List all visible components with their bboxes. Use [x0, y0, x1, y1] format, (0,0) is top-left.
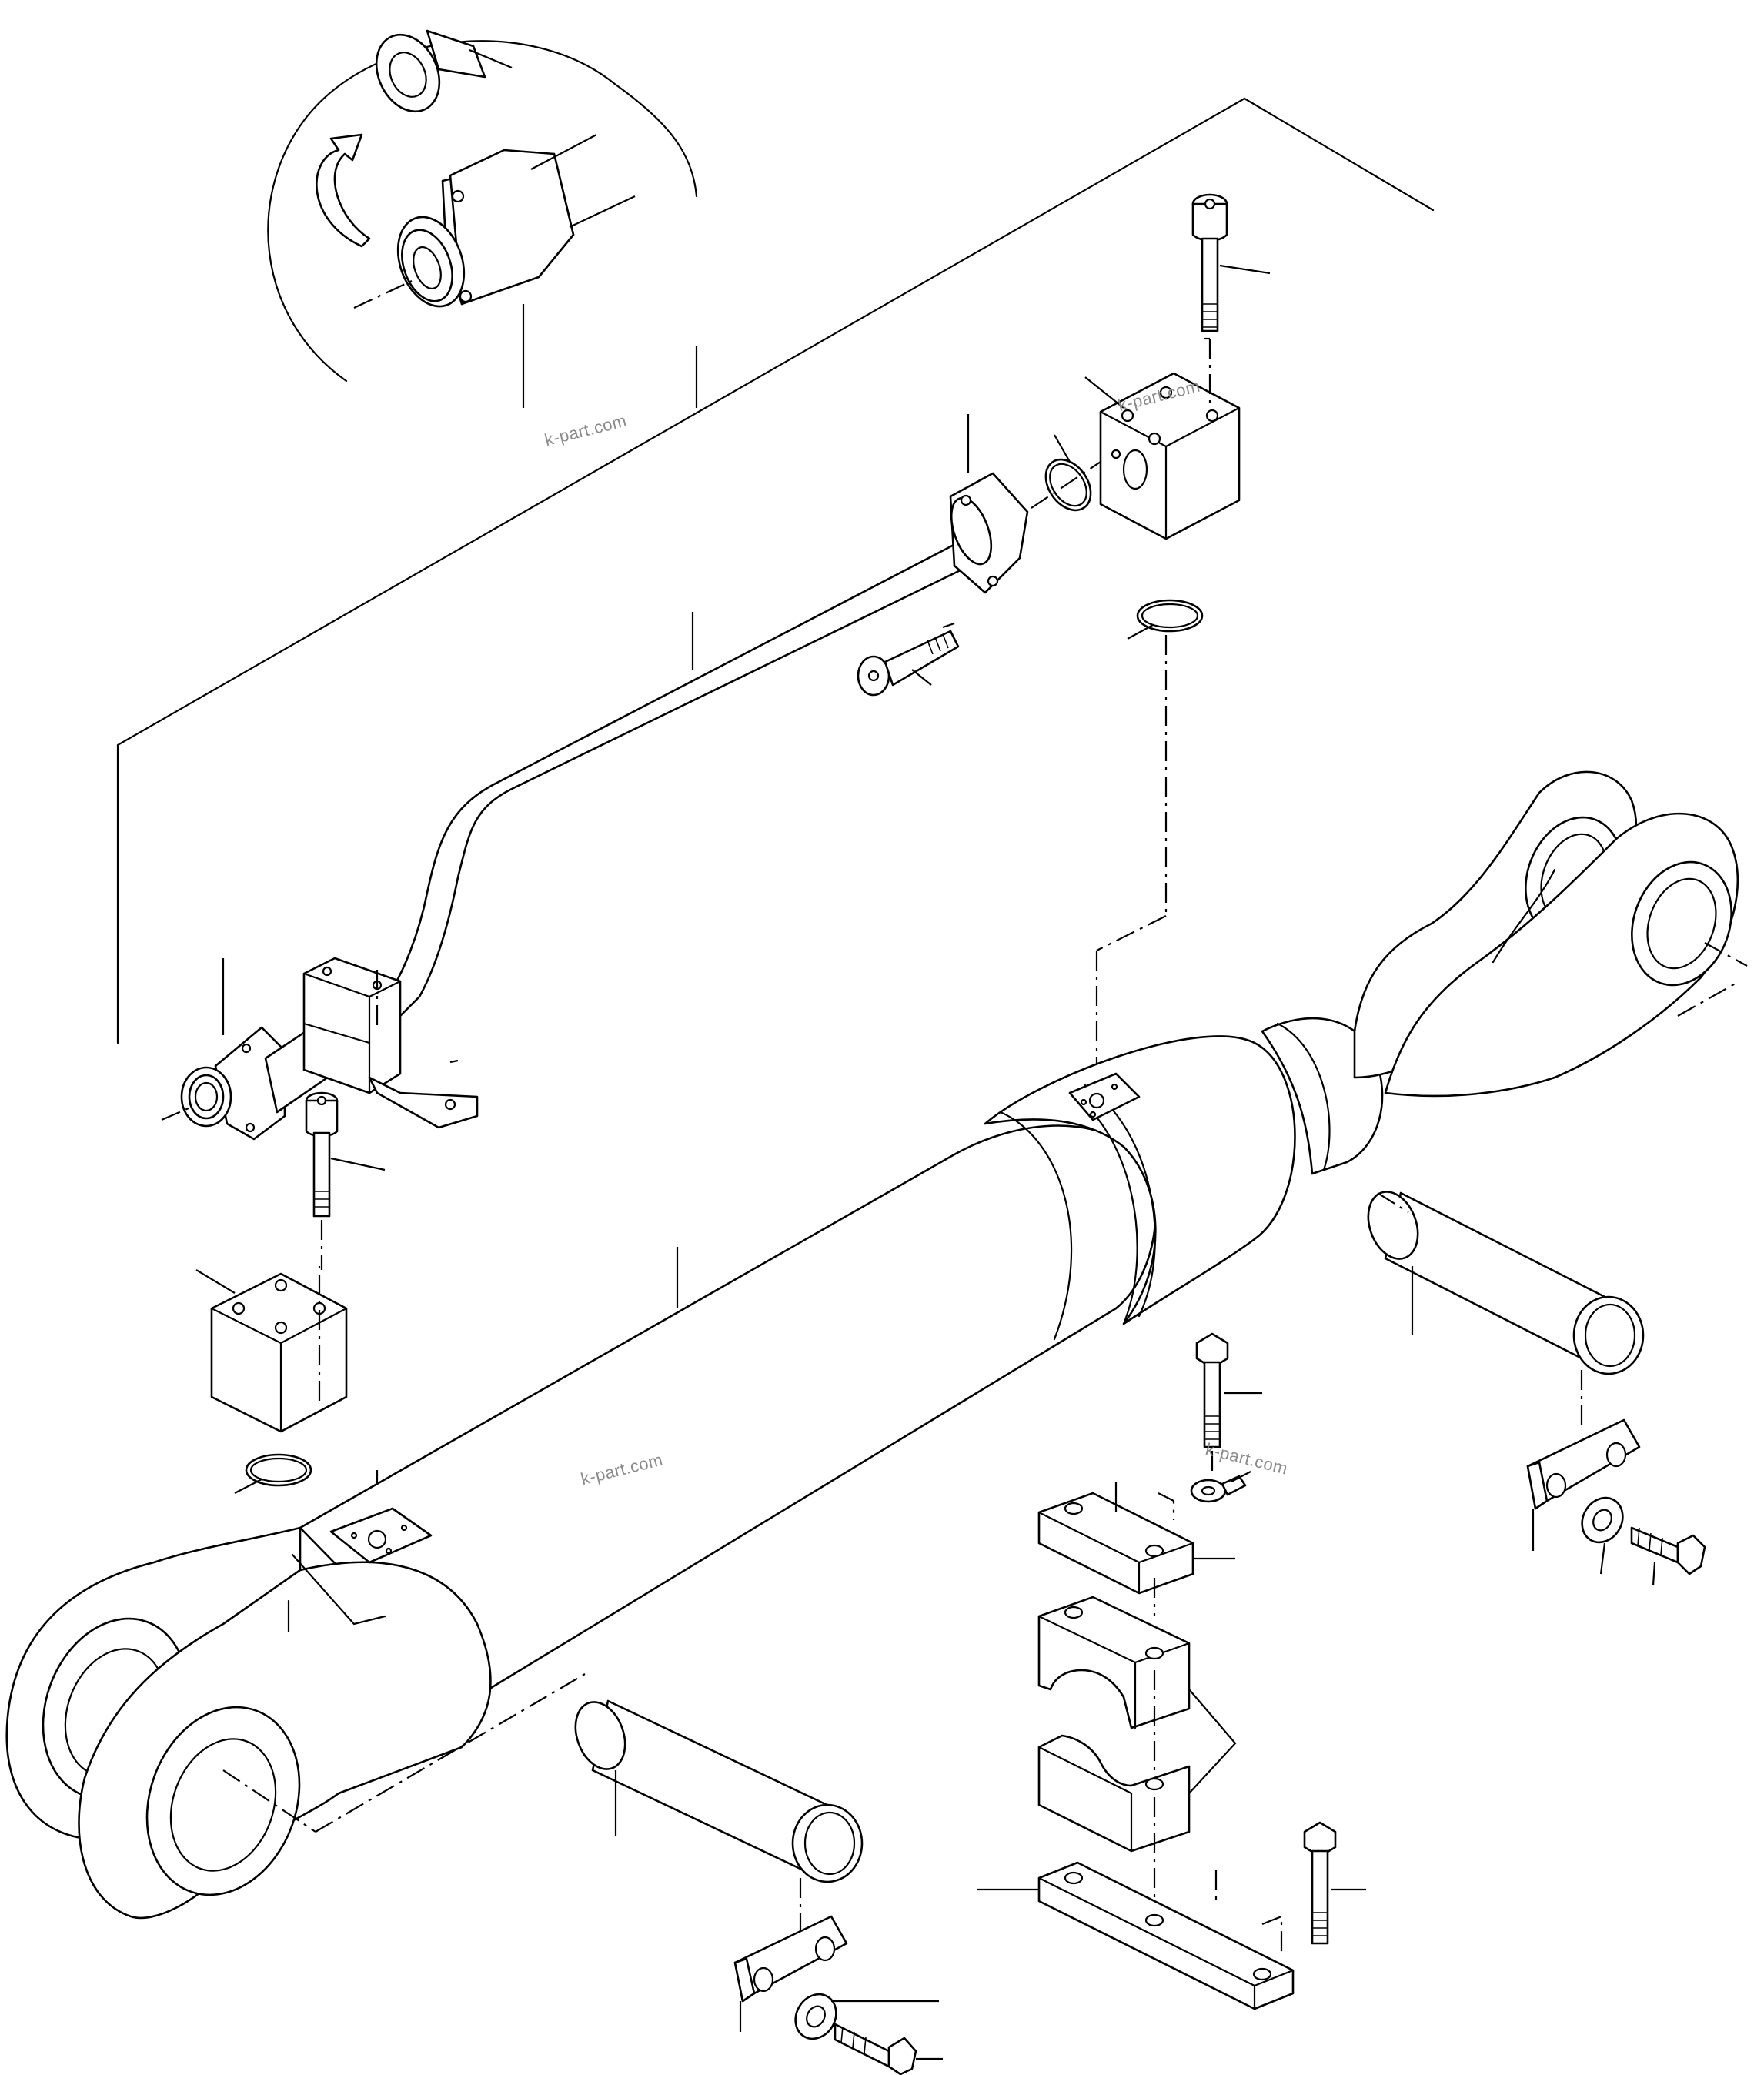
hex-bolt-clamp-right	[1303, 1821, 1366, 1945]
clamp-half-upper	[1037, 1596, 1237, 1795]
o-ring-upper	[1031, 434, 1101, 512]
group-bracket-line	[116, 97, 1435, 1044]
hose-assembly	[161, 414, 1029, 1141]
washer-lock-left	[794, 1993, 939, 2040]
socket-bolt-block	[305, 1091, 386, 1270]
lock-plate-left	[733, 1915, 848, 2032]
detail-inset	[267, 29, 698, 408]
socket-bolt-flange	[857, 622, 960, 697]
clamp-half-lower	[1037, 1670, 1191, 1901]
rod-end-clevis	[1353, 770, 1748, 1098]
socket-bolt-top	[1191, 193, 1271, 404]
inset-flange-rotated	[353, 134, 636, 408]
cylinder	[5, 770, 1748, 1920]
hex-bolt-lock-left	[834, 2023, 943, 2075]
cylinder-head	[984, 1035, 1296, 1325]
cylinder-port-lower	[329, 1507, 433, 1564]
inset-fitting	[375, 29, 513, 113]
pin-rod-end	[1367, 1191, 1645, 1432]
bottom-clevis	[5, 1507, 492, 1920]
valve-block-lower	[195, 1269, 348, 1433]
tab-washer	[1190, 1471, 1251, 1503]
front-flange	[949, 414, 1029, 594]
hex-bolt-clamp-top	[1195, 1332, 1262, 1474]
rod	[1261, 1017, 1384, 1175]
cylinder-axis-bottom	[315, 1673, 586, 1833]
clamp-plate-top	[1037, 1482, 1235, 1616]
pin-bottom	[574, 1699, 864, 1936]
o-ring-mid	[1095, 599, 1204, 1101]
hex-bolt-lock-right	[1630, 1526, 1706, 1586]
washer-lock-right	[1581, 1496, 1624, 1575]
lock-plate-right	[1526, 1418, 1641, 1551]
tube	[383, 541, 971, 1017]
clamp-base-plate	[977, 1861, 1295, 2010]
bracket	[368, 1059, 479, 1129]
clamp-block	[302, 957, 402, 1094]
valve-block-upper	[1084, 372, 1241, 540]
inset-rotation-arrow-icon	[316, 133, 371, 248]
cylinder-port-upper	[1068, 1072, 1141, 1121]
